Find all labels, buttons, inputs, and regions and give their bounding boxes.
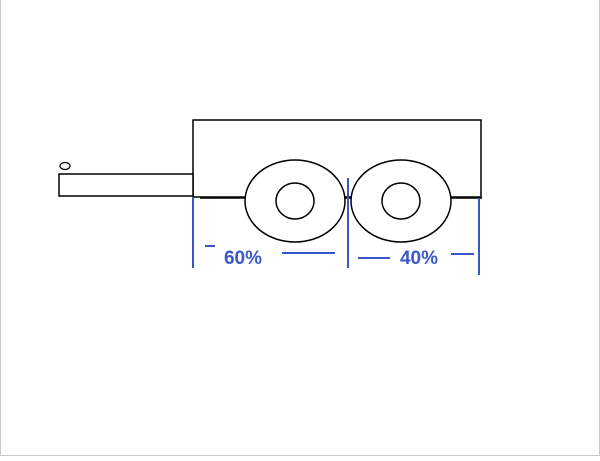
front-hub [275,182,315,220]
dimension-markers [192,178,480,275]
left-border [0,0,1,456]
front-share-label: 60% [224,248,262,269]
trailer-tongue [58,173,194,197]
rear-wheel [350,159,452,243]
rear-hub [381,182,421,220]
rear-share-label: 40% [400,248,438,269]
front-wheel [244,159,346,243]
hitch-coupler [59,161,71,171]
